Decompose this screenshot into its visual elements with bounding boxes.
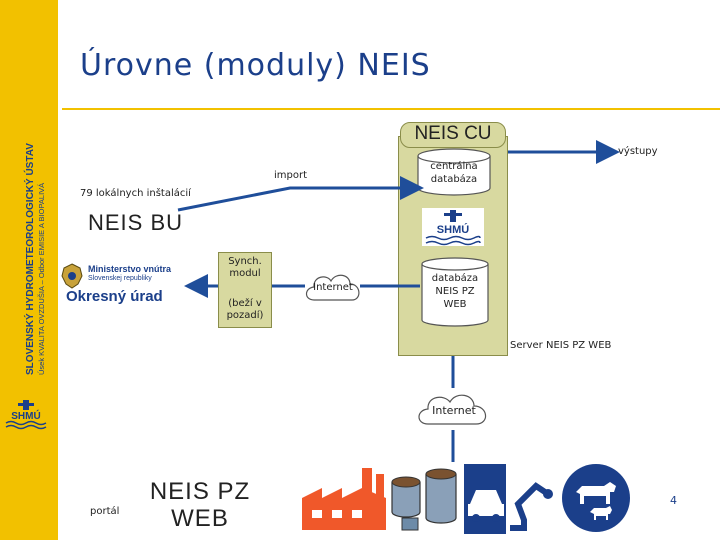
neis-pz-database-label: databáza NEIS PZ WEB	[431, 273, 479, 310]
local-installations-label: 79 lokálnych inštalácií	[80, 188, 191, 199]
neis-pz-database-cylinder	[421, 257, 489, 327]
car-factory-icon	[464, 464, 556, 534]
shmu-icon: SHMÚ	[425, 210, 481, 246]
sidebar-band	[0, 0, 58, 540]
synch-module-box	[218, 252, 272, 328]
import-label: import	[274, 170, 308, 181]
portal-label: portál	[90, 506, 120, 517]
shmu-sidebar-logo: SHMÚ	[4, 400, 48, 430]
internet-cloud-top	[305, 274, 360, 301]
neis-cu-pill	[400, 122, 506, 148]
internet-bottom-label: Internet	[432, 404, 476, 417]
district-office-logo: Ministerstvo vnútra Slovenskej republiky…	[60, 260, 178, 308]
title-rule	[62, 108, 720, 110]
ministry-line1: Ministerstvo vnútra	[88, 264, 172, 274]
neis-bu-label: NEIS BU	[88, 210, 184, 235]
internet-top-label: Internet	[313, 282, 353, 293]
background-label: (beží v pozadí)	[226, 298, 264, 321]
factory-icon	[298, 464, 390, 534]
outputs-label: výstupy	[618, 146, 658, 157]
server-label: Server NEIS PZ WEB	[510, 340, 612, 351]
ministry-line2: Slovenskej republiky	[88, 275, 152, 282]
page-title: Úrovne (moduly) NEIS	[80, 48, 431, 83]
tanks-icon	[388, 462, 462, 534]
central-database-label: centrálna databáza	[430, 161, 478, 185]
server-shmu-text: SHMÚ	[437, 223, 469, 236]
internet-cloud-bottom	[418, 394, 487, 425]
neis-pz-web-label: NEIS PZ WEB	[149, 478, 251, 532]
emblem-icon	[61, 263, 83, 289]
shmu-logo-text: SHMÚ	[11, 409, 40, 422]
import-arrow	[177, 176, 424, 212]
page-number: 4	[670, 494, 677, 507]
livestock-icon	[562, 464, 630, 532]
synch-module-label: Synch. modul	[228, 256, 262, 279]
neis-cu-label: NEIS CU	[414, 123, 492, 144]
shmu-logo-icon: SHMÚ	[5, 400, 47, 430]
district-office-label: Okresný úrad	[66, 288, 163, 305]
server-shmu-logo: SHMÚ	[422, 208, 484, 246]
